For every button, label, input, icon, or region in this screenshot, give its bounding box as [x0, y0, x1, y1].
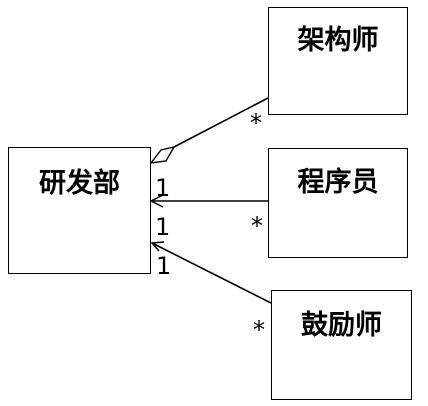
association-programmer: [149, 194, 268, 208]
programmer-arrowhead-icon: [149, 194, 164, 208]
class-box-architect: 架构师: [268, 7, 408, 115]
association-motivator: [150, 241, 272, 304]
class-box-motivator: 鼓励师: [271, 290, 412, 400]
multiplicity-architect: *: [250, 109, 262, 137]
multiplicity-motivator-dept-a: 1: [155, 213, 171, 241]
class-name-programmer: 程序员: [297, 167, 379, 198]
class-box-programmer: 程序员: [268, 148, 408, 258]
class-name-architect: 架构师: [297, 25, 379, 56]
multiplicity-programmer-dept: 1: [155, 174, 171, 202]
class-name-motivator: 鼓励师: [301, 310, 382, 341]
multiplicity-motivator: *: [253, 316, 265, 344]
motivator-link-line: [151, 242, 272, 304]
aggregation-diamond-icon: [149, 145, 176, 164]
multiplicity-programmer: *: [251, 212, 263, 240]
multiplicity-motivator-dept-b: 1: [156, 252, 172, 280]
class-name-rd-dept: 研发部: [39, 168, 120, 199]
architect-link-line: [173, 97, 269, 148]
motivator-arrowhead-icon: [150, 241, 165, 252]
class-box-rd-dept: 研发部: [8, 147, 151, 274]
aggregation-architect: [149, 97, 269, 164]
